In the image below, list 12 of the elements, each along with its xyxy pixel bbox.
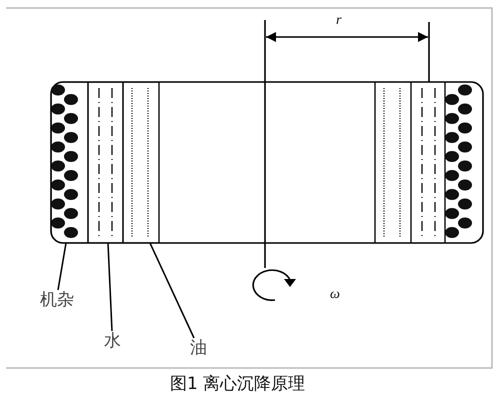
figure-caption: 图1 离心沉降原理: [170, 376, 306, 393]
symbol-label: r: [336, 14, 342, 28]
oil-layer: [122, 82, 160, 243]
water-layer: [87, 82, 124, 243]
sediment-layer: [51, 82, 89, 243]
layer-label: 机杂: [40, 292, 74, 309]
leader-line: [149, 242, 195, 338]
layer-label: 水: [104, 333, 121, 350]
symbol-label: ω: [330, 288, 340, 302]
leader-line: [57, 242, 67, 290]
leader-line: [107, 242, 113, 332]
layer-label: 油: [190, 340, 207, 357]
